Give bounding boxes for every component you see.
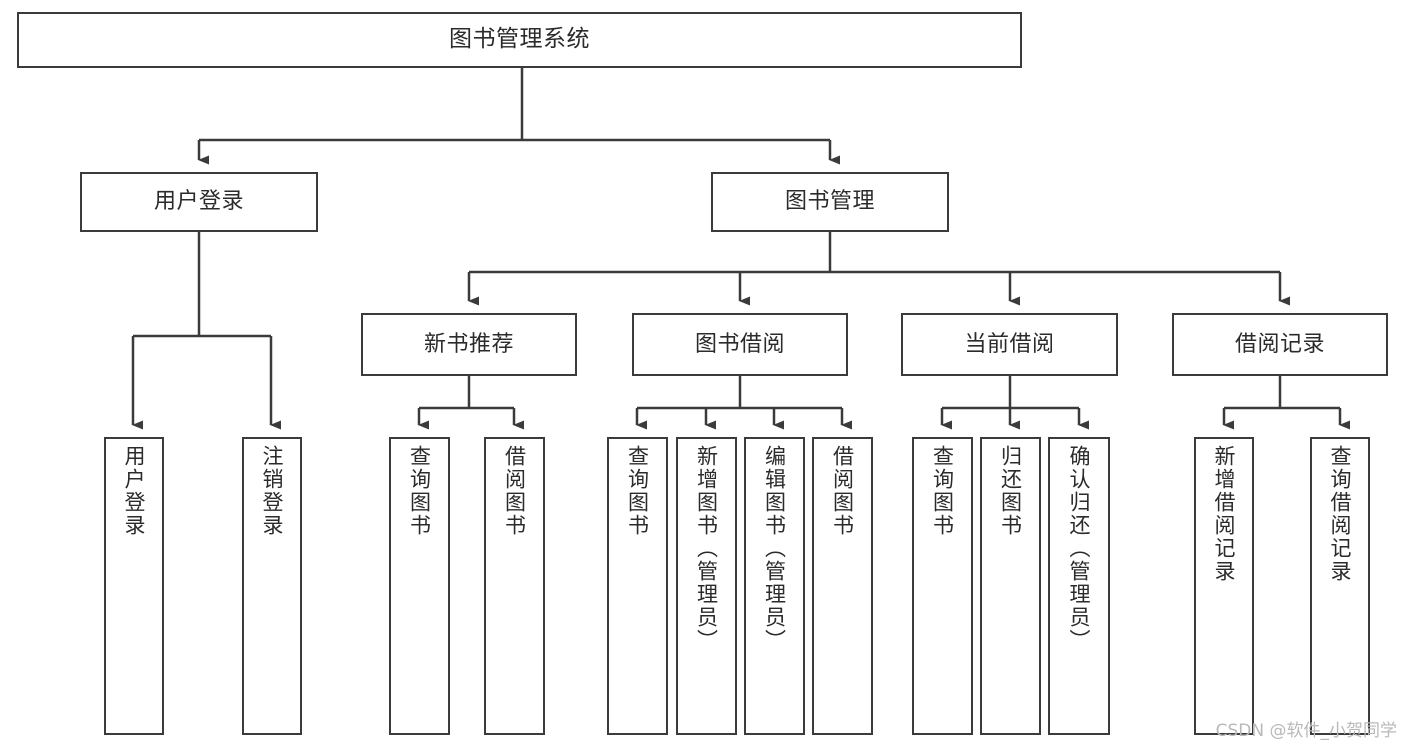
node-book-management[interactable]: 图书管理: [711, 172, 949, 232]
node-leaf-recommend-query-book[interactable]: 查询图书: [389, 437, 450, 735]
node-new-book-recommend[interactable]: 新书推荐: [361, 313, 577, 376]
node-label: 借阅记录: [1234, 331, 1325, 357]
node-leaf-current-query-book[interactable]: 查询图书: [912, 437, 973, 735]
node-book-borrow[interactable]: 图书借阅: [632, 313, 848, 376]
node-label: 归还图书: [998, 445, 1023, 537]
node-label: 新增图书（管理员）: [694, 445, 719, 652]
node-label: 图书管理: [784, 189, 875, 215]
node-current-borrow[interactable]: 当前借阅: [901, 313, 1118, 376]
node-leaf-recommend-borrow-book[interactable]: 借阅图书: [484, 437, 545, 735]
node-leaf-borrow-query-book[interactable]: 查询图书: [607, 437, 668, 735]
node-label: 查询借阅记录: [1328, 445, 1353, 583]
node-label: 当前借阅: [964, 331, 1055, 357]
node-label: 图书借阅: [694, 331, 785, 357]
node-label: 图书管理系统: [449, 26, 590, 53]
node-leaf-query-borrow-record[interactable]: 查询借阅记录: [1310, 437, 1370, 735]
node-label: 新增借阅记录: [1212, 445, 1237, 583]
node-label: 用户登录: [122, 445, 147, 537]
node-label: 编辑图书（管理员）: [762, 445, 787, 652]
node-leaf-edit-book-admin[interactable]: 编辑图书（管理员）: [744, 437, 805, 735]
node-leaf-add-book-admin[interactable]: 新增图书（管理员）: [676, 437, 737, 735]
node-leaf-user-login[interactable]: 用户登录: [104, 437, 164, 735]
node-label: 查询图书: [930, 445, 955, 537]
node-label: 查询图书: [407, 445, 432, 537]
node-user-login[interactable]: 用户登录: [80, 172, 318, 232]
node-label: 用户登录: [153, 189, 244, 215]
node-leaf-add-borrow-record[interactable]: 新增借阅记录: [1194, 437, 1254, 735]
node-borrow-record[interactable]: 借阅记录: [1172, 313, 1388, 376]
node-label: 注销登录: [260, 445, 285, 537]
watermark-text: CSDN @软件_小贺同学: [1215, 721, 1397, 741]
node-label: 新书推荐: [423, 331, 514, 357]
node-label: 查询图书: [625, 445, 650, 537]
node-root-system[interactable]: 图书管理系统: [17, 12, 1022, 68]
node-leaf-logout[interactable]: 注销登录: [242, 437, 302, 735]
node-label: 确认归还（管理员）: [1067, 445, 1092, 652]
node-leaf-confirm-return-admin[interactable]: 确认归还（管理员）: [1048, 437, 1110, 735]
node-label: 借阅图书: [830, 445, 855, 537]
node-leaf-return-book[interactable]: 归还图书: [980, 437, 1041, 735]
node-label: 借阅图书: [502, 445, 527, 537]
node-leaf-borrow-book[interactable]: 借阅图书: [812, 437, 873, 735]
